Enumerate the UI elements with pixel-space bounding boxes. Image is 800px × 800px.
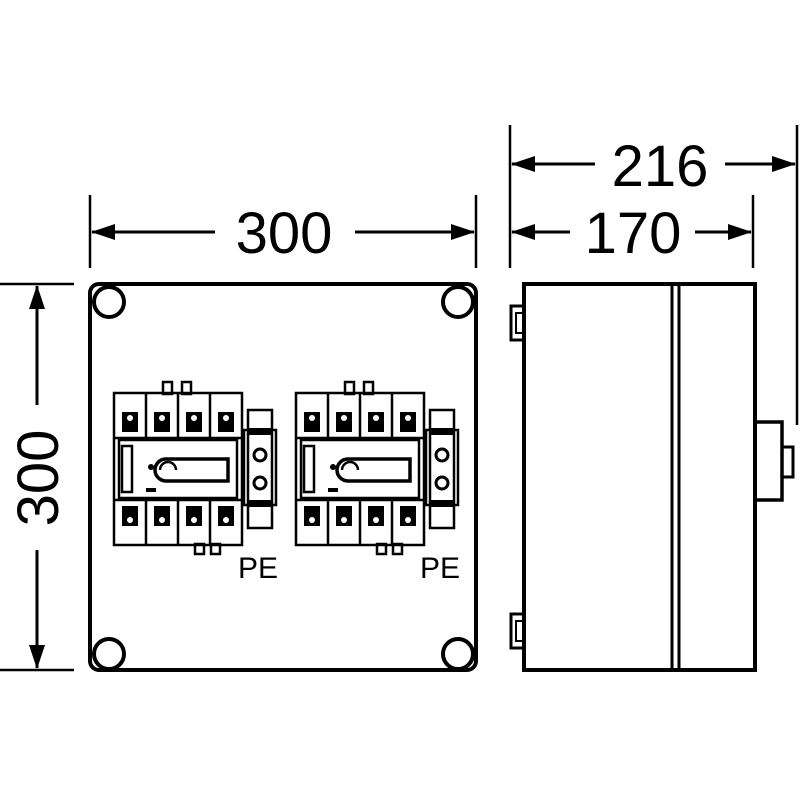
switch-handle-side <box>753 420 795 502</box>
terminal-contacts-bottom-right <box>304 506 416 526</box>
side-body-depth-dimension: 170 <box>511 195 755 268</box>
side-view <box>509 282 795 672</box>
pe-label-right: PE <box>420 552 460 585</box>
rotary-handle-right <box>328 457 412 492</box>
screw-hole-bottom-right <box>441 637 475 671</box>
side-enclosure-outline <box>522 282 757 672</box>
hinge-bottom <box>509 612 526 650</box>
front-enclosure-outline <box>88 282 478 672</box>
terminal-contacts-top-left <box>122 412 234 432</box>
front-width-value: 300 <box>236 201 333 266</box>
terminal-contacts-bottom-left <box>122 506 234 526</box>
side-outer-depth-value: 216 <box>612 134 709 199</box>
switch-disconnector-left: PE <box>112 380 278 585</box>
pe-terminal-left <box>242 408 278 530</box>
front-height-value: 300 <box>6 430 71 527</box>
front-height-dimension: 300 <box>0 282 74 672</box>
terminal-contacts-top-right <box>304 412 416 432</box>
hinge-top <box>509 304 526 342</box>
screw-hole-top-left <box>92 285 126 319</box>
screw-hole-bottom-left <box>92 637 126 671</box>
side-body-depth-value: 170 <box>585 201 682 266</box>
pe-terminal-right <box>424 408 460 530</box>
screw-hole-top-right <box>441 285 475 319</box>
pe-label-left: PE <box>238 552 278 585</box>
front-view: PE <box>88 282 478 672</box>
front-width-dimension: 300 <box>88 195 478 268</box>
side-outer-depth-dimension: 216 <box>508 125 799 425</box>
switch-disconnector-right: PE <box>294 380 460 585</box>
rotary-handle-left <box>146 457 230 492</box>
